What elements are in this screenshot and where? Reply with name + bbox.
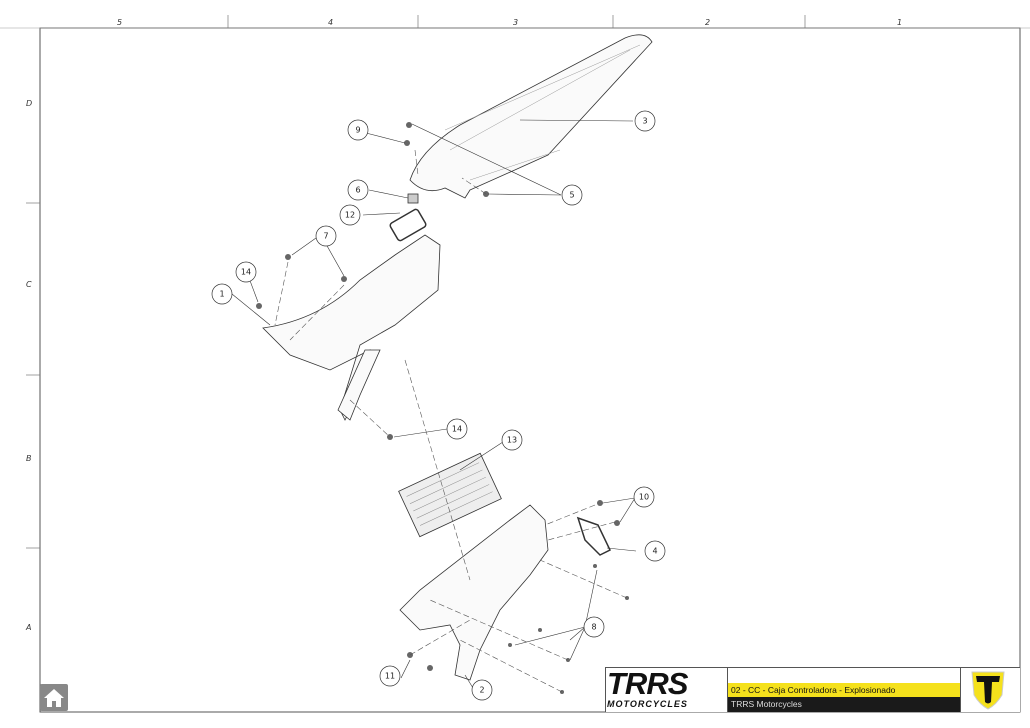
callout-number: 4 (652, 547, 657, 556)
callout-balloon: 2 (471, 679, 493, 701)
zone-row-label: C (26, 280, 32, 289)
callout-balloon: 14 (235, 261, 257, 283)
callout-balloon: 14 (446, 418, 468, 440)
callout-number: 5 (569, 191, 574, 200)
callout-balloon: 4 (644, 540, 666, 562)
zone-col-label: 1 (897, 18, 902, 27)
part-controller-housing (399, 504, 549, 681)
callout-balloon: 9 (347, 119, 369, 141)
zone-col-label: 5 (117, 18, 122, 27)
part-lower-bracket (337, 349, 381, 421)
callout-number: 11 (385, 672, 395, 681)
zone-row-label: D (26, 99, 32, 108)
callout-number: 10 (639, 493, 649, 502)
part-gasket (389, 208, 427, 242)
callout-balloon: 3 (634, 110, 656, 132)
callout-balloon: 8 (583, 616, 605, 638)
callout-number: 3 (642, 117, 647, 126)
home-button[interactable] (40, 684, 68, 711)
part-cover-plate (576, 516, 611, 556)
part-controller-box (398, 452, 502, 538)
callout-number: 2 (479, 686, 484, 695)
callout-number: 7 (323, 232, 328, 241)
zone-row-label: B (26, 454, 32, 463)
assembly-lines (274, 149, 628, 693)
callout-balloon: 1 (211, 283, 233, 305)
callout-number: 8 (591, 623, 596, 632)
zone-ticks (26, 15, 806, 549)
callout-balloon: 6 (347, 179, 369, 201)
callout-number: 14 (452, 425, 462, 434)
logo-main: TRRS (607, 666, 688, 701)
callout-number: 12 (345, 211, 355, 220)
callout-number: 13 (507, 436, 517, 445)
zone-col-label: 3 (513, 18, 518, 27)
leader-lines (231, 119, 637, 689)
trrs-emblem-icon (971, 671, 1005, 710)
callout-balloon: 7 (315, 225, 337, 247)
zone-row-label: A (25, 623, 31, 632)
trrs-logo: TRRS MOTORCYCLES (607, 666, 727, 711)
logo-sub: MOTORCYCLES (607, 699, 688, 709)
home-icon (44, 689, 64, 707)
callout-balloon: 11 (379, 665, 401, 687)
callout-balloon: 10 (633, 486, 655, 508)
drawing-title: 02 - CC - Caja Controladora - Explosiona… (728, 683, 960, 697)
zone-col-label: 2 (705, 18, 710, 27)
callout-number: 1 (219, 290, 224, 299)
part-rear-fender (409, 34, 653, 199)
company-name: TRRS Motorcycles (728, 697, 960, 712)
zone-col-label: 4 (328, 18, 333, 27)
callout-number: 6 (355, 186, 360, 195)
callout-number: 9 (355, 126, 360, 135)
callout-balloon: 5 (561, 184, 583, 206)
callout-number: 14 (241, 268, 251, 277)
callout-balloon: 13 (501, 429, 523, 451)
callout-balloon: 12 (339, 204, 361, 226)
